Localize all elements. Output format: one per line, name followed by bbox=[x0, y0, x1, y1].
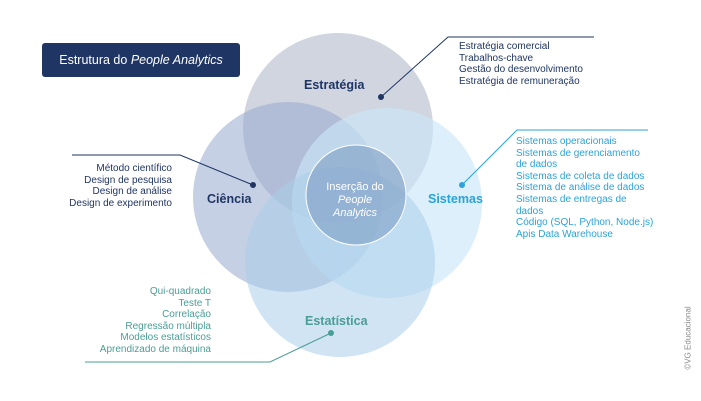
estatistica-dot bbox=[328, 330, 334, 336]
list-item: Correlação bbox=[162, 309, 211, 321]
sistemas-list: Sistemas operacionais Sistemas de gerenc… bbox=[516, 136, 653, 240]
ciencia-list: Método científico Design de pesquisa Des… bbox=[69, 163, 172, 209]
estrategia-dot bbox=[378, 94, 384, 100]
sistemas-leader-line bbox=[461, 129, 648, 186]
list-item: Sistemas de gerenciamento bbox=[516, 147, 640, 159]
list-item: Regressão múltipla bbox=[125, 320, 211, 332]
label-estatistica: Estatística bbox=[305, 314, 368, 328]
center-line1: Inserção do bbox=[326, 181, 384, 193]
list-item: Apis Data Warehouse bbox=[516, 228, 613, 240]
center-label: Inserção do People Analytics bbox=[310, 181, 400, 220]
label-estrategia: Estratégia bbox=[304, 78, 365, 92]
list-item: Teste T bbox=[178, 297, 211, 309]
list-item: Design de experimento bbox=[69, 197, 172, 209]
list-item: Qui-quadrado bbox=[149, 286, 211, 297]
estatistica-leader-line bbox=[85, 332, 332, 363]
list-item: de dados bbox=[516, 159, 558, 171]
estrategia-list: Estratégia comercial Trabalhos-chave Ges… bbox=[459, 41, 583, 87]
label-ciencia: Ciência bbox=[207, 192, 252, 206]
list-item: Código (SQL, Python, Node.js) bbox=[516, 217, 654, 229]
center-line3: Analytics bbox=[332, 207, 378, 219]
estatistica-list: Qui-quadrado Teste T Correlação Regressã… bbox=[100, 286, 211, 356]
list-item: Gestão do desenvolvimento bbox=[459, 64, 583, 76]
list-item: Sistemas operacionais bbox=[516, 136, 617, 147]
list-item: Trabalhos-chave bbox=[459, 52, 534, 64]
list-item: Estratégia de remuneração bbox=[459, 75, 580, 87]
list-item: Sistemas de entregas de bbox=[516, 193, 627, 205]
estrategia-leader-line bbox=[380, 36, 594, 98]
title-emphasis: People Analytics bbox=[130, 53, 223, 67]
list-item: Design de pesquisa bbox=[84, 174, 172, 186]
label-sistemas: Sistemas bbox=[428, 192, 483, 206]
center-line2: People bbox=[337, 194, 373, 206]
title-box: Estrutura do People Analytics bbox=[42, 43, 240, 77]
list-item: Estratégia comercial bbox=[459, 41, 550, 52]
sistemas-dot bbox=[459, 182, 465, 188]
list-item: Aprendizado de máquina bbox=[99, 343, 211, 355]
ciencia-leader-line bbox=[72, 154, 254, 186]
list-item: Sistemas de coleta de dados bbox=[516, 170, 645, 182]
list-item: Método científico bbox=[96, 163, 172, 174]
list-item: Sistema de análise de dados bbox=[516, 182, 645, 194]
list-item: dados bbox=[516, 205, 544, 217]
watermark: ©VG Educacional bbox=[683, 306, 693, 370]
list-item: Design de análise bbox=[92, 186, 173, 198]
list-item: Modelos estatísticos bbox=[120, 332, 211, 344]
ciencia-dot bbox=[250, 182, 256, 188]
circle-center bbox=[305, 144, 407, 246]
title-prefix: Estrutura do bbox=[59, 53, 131, 67]
